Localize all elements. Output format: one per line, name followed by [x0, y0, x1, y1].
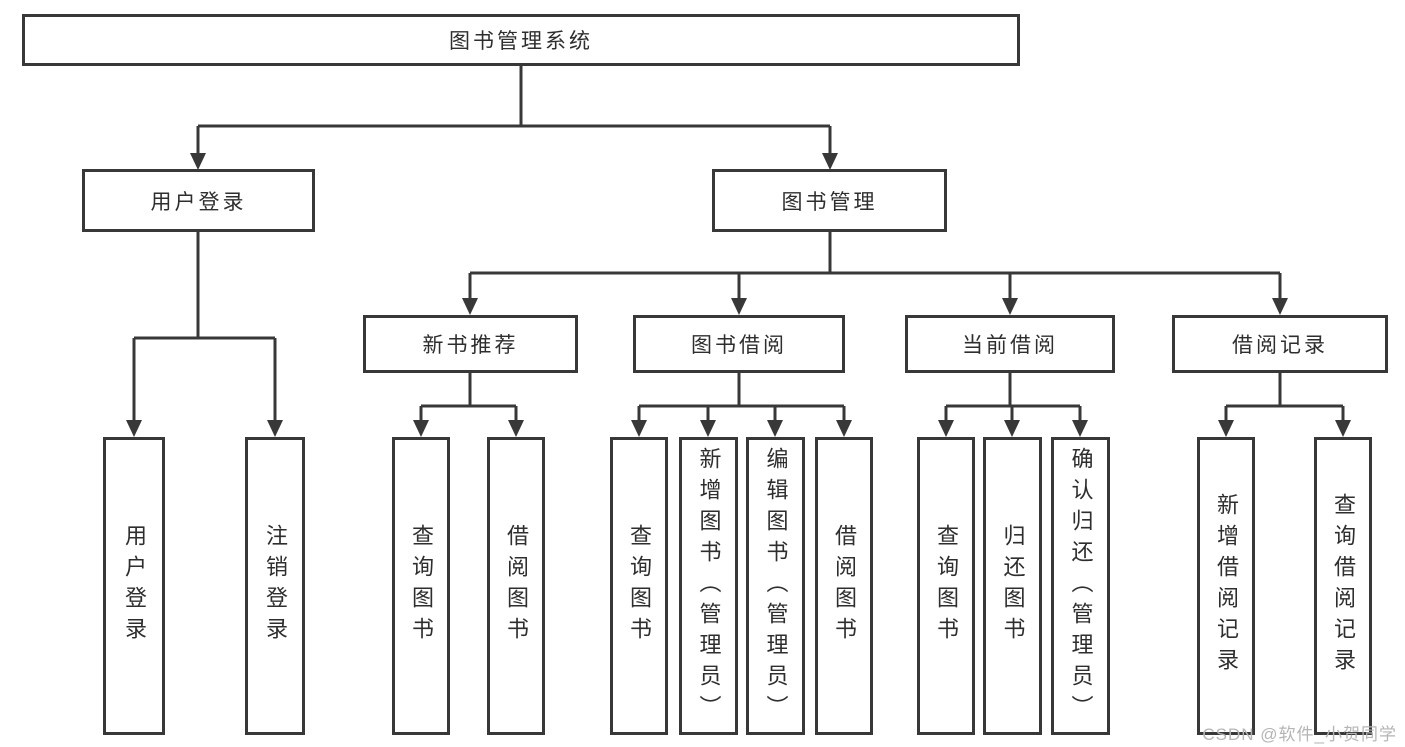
- leaf-records-query-record: 查询借阅记录: [1314, 437, 1372, 735]
- leaf-logout: 注销登录: [245, 437, 305, 735]
- arrow-icon: [700, 420, 716, 437]
- leaf-current-query-books: 查询图书: [917, 437, 975, 735]
- leaf-logout-label: 注销登录: [263, 524, 288, 648]
- arrow-icon: [938, 420, 954, 437]
- leaf-current-confirm-return-admin-label: 确认归还（管理员）: [1068, 446, 1094, 726]
- node-borrow-records-label: 借阅记录: [1232, 334, 1328, 357]
- node-user-login: 用户登录: [82, 169, 315, 232]
- arrow-icon: [836, 420, 852, 437]
- arrow-icon: [190, 153, 206, 170]
- arrow-icon: [508, 420, 524, 437]
- node-root-label: 图书管理系统: [449, 30, 593, 53]
- node-current-borrow: 当前借阅: [905, 315, 1115, 373]
- leaf-new-query-books-label: 查询图书: [409, 524, 434, 648]
- leaf-borrow-borrow-books: 借阅图书: [815, 437, 873, 735]
- leaf-current-return-books-label: 归还图书: [1000, 524, 1026, 648]
- node-book-mgmt: 图书管理: [712, 169, 947, 232]
- leaf-current-confirm-return-admin: 确认归还（管理员）: [1051, 437, 1110, 735]
- csdn-watermark: CSDN @软件_小贺同学: [1202, 725, 1397, 744]
- arrow-icon: [631, 420, 647, 437]
- arrow-icon: [1004, 420, 1020, 437]
- leaf-borrow-add-books-admin-label: 新增图书（管理员）: [696, 446, 722, 726]
- leaf-borrow-edit-books-admin: 编辑图书（管理员）: [746, 437, 805, 735]
- leaf-borrow-borrow-books-label: 借阅图书: [832, 524, 857, 648]
- node-book-borrow-label: 图书借阅: [691, 334, 787, 357]
- node-new-books: 新书推荐: [363, 315, 578, 373]
- leaf-borrow-add-books-admin: 新增图书（管理员）: [679, 437, 738, 735]
- arrowheads: [126, 153, 1351, 437]
- node-new-books-label: 新书推荐: [422, 334, 519, 357]
- node-borrow-records: 借阅记录: [1172, 315, 1388, 373]
- leaf-new-borrow-books-label: 借阅图书: [504, 524, 529, 648]
- arrow-icon: [1272, 298, 1288, 315]
- arrow-icon: [767, 420, 783, 437]
- leaf-borrow-edit-books-admin-label: 编辑图书（管理员）: [763, 446, 789, 726]
- arrow-icon: [1072, 420, 1088, 437]
- node-user-login-label: 用户登录: [150, 190, 247, 214]
- leaf-new-query-books: 查询图书: [392, 437, 450, 735]
- arrow-icon: [1218, 420, 1234, 437]
- node-book-mgmt-label: 图书管理: [781, 190, 878, 214]
- leaf-new-borrow-books: 借阅图书: [487, 437, 545, 735]
- node-root: 图书管理系统: [22, 14, 1020, 66]
- leaf-user-login: 用户登录: [103, 437, 165, 735]
- leaf-records-add-record: 新增借阅记录: [1197, 437, 1255, 735]
- arrow-icon: [267, 420, 283, 437]
- leaf-borrow-query-books-label: 查询图书: [627, 524, 652, 648]
- arrow-icon: [1335, 420, 1351, 437]
- leaf-user-login-label: 用户登录: [122, 524, 147, 648]
- leaf-current-return-books: 归还图书: [983, 437, 1042, 735]
- arrow-icon: [731, 298, 747, 315]
- node-book-borrow: 图书借阅: [633, 315, 845, 373]
- node-current-borrow-label: 当前借阅: [962, 334, 1058, 357]
- arrow-icon: [822, 153, 838, 170]
- arrow-icon: [126, 420, 142, 437]
- connector-paths: [132, 66, 1345, 424]
- leaf-current-query-books-label: 查询图书: [934, 524, 959, 648]
- arrow-icon: [462, 298, 478, 315]
- arrow-icon: [1002, 298, 1018, 315]
- leaf-records-query-record-label: 查询借阅记录: [1331, 493, 1356, 679]
- arrow-icon: [413, 420, 429, 437]
- leaf-records-add-record-label: 新增借阅记录: [1214, 493, 1239, 679]
- leaf-borrow-query-books: 查询图书: [610, 437, 668, 735]
